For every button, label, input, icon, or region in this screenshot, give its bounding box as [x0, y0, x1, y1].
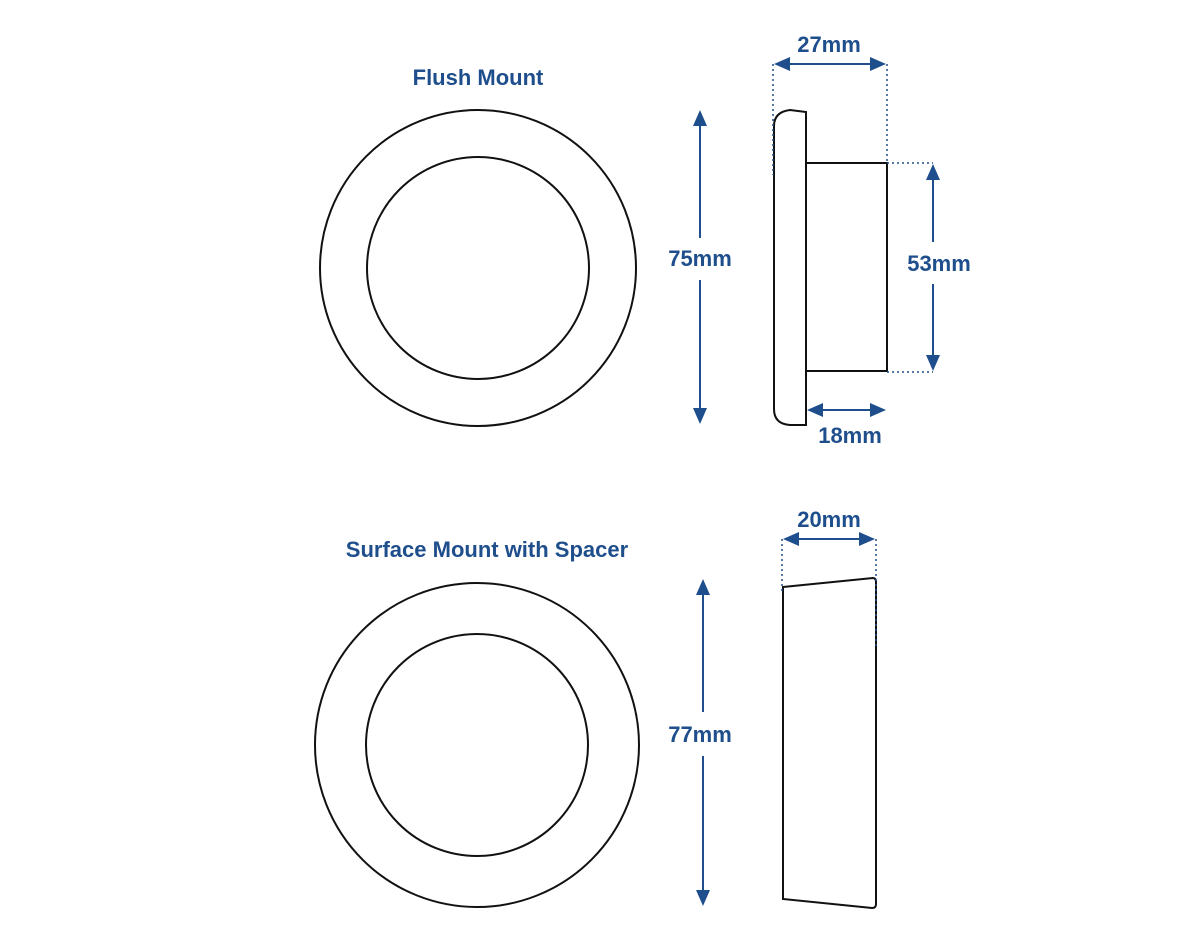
flush-mount-depth-dimension: 27mm — [772, 32, 888, 175]
surface-mount-depth-dimension: 20mm — [781, 507, 877, 648]
arrow-down-icon — [693, 408, 707, 424]
flush-mount-body-depth-dimension: 18mm — [807, 403, 886, 448]
flush-mount-inner-diameter-dimension: 53mm — [887, 162, 971, 373]
arrow-right-icon — [870, 57, 886, 71]
arrow-left-icon — [807, 403, 823, 417]
surface-mount-side-profile — [782, 576, 877, 910]
surface-mount-diameter-dimension: 77mm — [668, 579, 732, 906]
flush-mount-inner-diameter-label: 53mm — [907, 251, 971, 276]
flush-mount-front-view — [319, 109, 637, 427]
flush-mount-diameter-dimension: 75mm — [668, 110, 732, 424]
surface-mount-spacer — [782, 576, 877, 910]
flush-mount-side-profile — [773, 108, 888, 426]
flush-mount-inner-ring — [366, 156, 590, 380]
arrow-down-icon — [696, 890, 710, 906]
flush-mount-bezel — [773, 108, 807, 426]
arrow-right-icon — [859, 532, 875, 546]
surface-mount-outer-ring — [314, 582, 640, 908]
arrow-up-icon — [696, 579, 710, 595]
arrow-up-icon — [693, 110, 707, 126]
arrow-right-icon — [870, 403, 886, 417]
flush-mount-outer-ring — [319, 109, 637, 427]
flush-mount-section: Flush Mount 75mm 27mm — [319, 32, 971, 448]
arrow-up-icon — [926, 164, 940, 180]
arrow-left-icon — [774, 57, 790, 71]
surface-mount-depth-label: 20mm — [797, 507, 861, 532]
arrow-left-icon — [783, 532, 799, 546]
flush-mount-title: Flush Mount — [413, 65, 544, 90]
surface-mount-title: Surface Mount with Spacer — [346, 537, 629, 562]
flush-mount-total-depth-label: 27mm — [797, 32, 861, 57]
flush-mount-outer-diameter-label: 75mm — [668, 246, 732, 271]
surface-mount-inner-ring — [365, 633, 589, 857]
flush-mount-body — [805, 162, 888, 372]
surface-mount-section: Surface Mount with Spacer 77mm 20mm — [314, 507, 877, 910]
arrow-down-icon — [926, 355, 940, 371]
surface-mount-outer-diameter-label: 77mm — [668, 722, 732, 747]
surface-mount-front-view — [314, 582, 640, 908]
flush-mount-body-depth-label: 18mm — [818, 423, 882, 448]
